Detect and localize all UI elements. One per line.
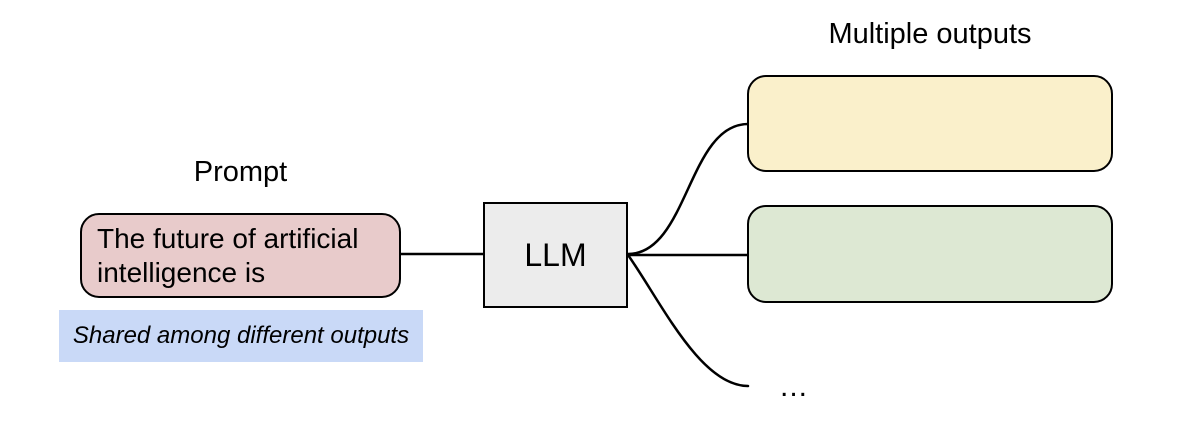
prompt-box: The future of artificial intelligence is [80, 213, 401, 298]
outputs-ellipsis: ... [780, 370, 809, 403]
llm-to-output1-connector [626, 122, 750, 256]
prompt-note-highlight: Shared among different outputs [59, 310, 423, 362]
output-box-1 [747, 75, 1113, 172]
llm-to-ellipsis-connector [626, 253, 750, 388]
llm-box: LLM [483, 202, 628, 308]
prompt-box-text: The future of artificial intelligence is [97, 222, 359, 288]
output-box-2 [747, 205, 1113, 303]
prompt-heading: Prompt [193, 156, 288, 188]
llm-label: LLM [524, 236, 587, 273]
outputs-heading: Multiple outputs [828, 18, 1032, 50]
prompt-note-text: Shared among different outputs [72, 322, 410, 349]
